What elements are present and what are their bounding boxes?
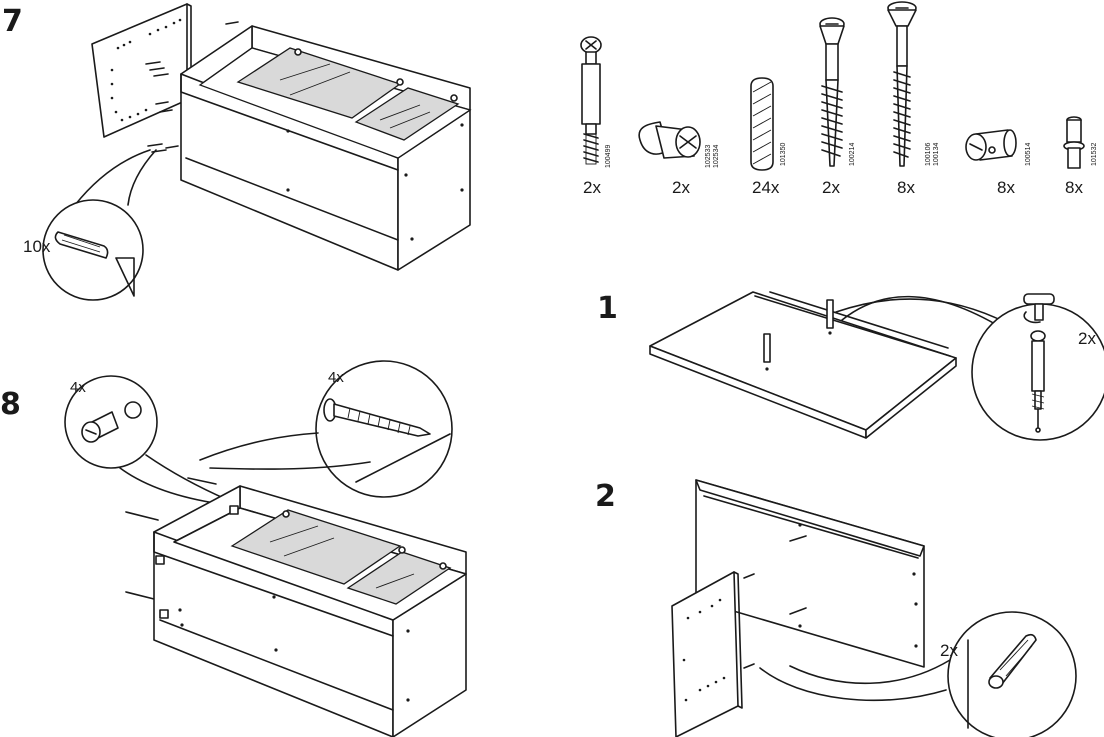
step-8-screw-qty: 4x xyxy=(328,369,344,386)
step-2: 2 xyxy=(595,479,1076,737)
part-article-1: 100499 xyxy=(605,145,612,168)
step-8-barrel-nut-callout: 4x xyxy=(65,376,228,505)
step-8-barrel-nut-qty: 4x xyxy=(70,379,86,396)
step-8-number: 8 xyxy=(0,387,21,422)
step-2-qty: 2x xyxy=(940,641,958,660)
wood-dowel-icon xyxy=(751,78,773,170)
step-7-dowel-callout: 10x xyxy=(23,150,156,300)
part-qty-4: 2x xyxy=(822,178,840,197)
bottom-panel xyxy=(650,292,956,438)
part-qty-3: 24x xyxy=(752,178,780,197)
part-article-5b: 100134 xyxy=(933,143,940,166)
part-article-2a: 102533 xyxy=(705,145,712,168)
part-article-6: 100514 xyxy=(1025,143,1032,166)
part-article-2b: 102534 xyxy=(713,145,720,168)
cabinet-carcass-step-8 xyxy=(154,486,466,737)
part-qty-1: 2x xyxy=(583,178,601,197)
step-8: 8 4x 4x xyxy=(0,361,466,737)
part-article-3: 101350 xyxy=(780,143,787,166)
part-article-4: 100214 xyxy=(849,143,856,166)
part-article-7: 101532 xyxy=(1091,143,1098,166)
shelf-pin-icon xyxy=(1064,117,1084,168)
hardware-parts: 100499 2x 102533 102534 2x 101350 24x xyxy=(581,2,1098,197)
step-1-number: 1 xyxy=(597,291,618,326)
step-1-qty: 2x xyxy=(1078,329,1096,348)
step-1: 1 xyxy=(597,291,1104,440)
short-screw-icon xyxy=(820,18,844,166)
barrel-nut-icon xyxy=(966,130,1016,160)
step-7-number: 7 xyxy=(2,4,23,39)
step-8-screw-callout: 4x xyxy=(200,361,452,497)
part-qty-2: 2x xyxy=(672,178,690,197)
cam-bolt-icon xyxy=(581,37,601,164)
step-7-qty: 10x xyxy=(23,237,51,256)
step-2-number: 2 xyxy=(595,479,616,514)
cabinet-carcass xyxy=(181,26,470,270)
long-screw-icon xyxy=(888,2,916,166)
cam-lock-icon xyxy=(639,122,700,158)
part-article-5a: 100106 xyxy=(925,143,932,166)
part-qty-6: 8x xyxy=(997,178,1015,197)
side-panel xyxy=(92,4,191,137)
step-7: 7 xyxy=(2,4,470,300)
part-qty-5: 8x xyxy=(897,178,915,197)
part-qty-7: 8x xyxy=(1065,178,1083,197)
